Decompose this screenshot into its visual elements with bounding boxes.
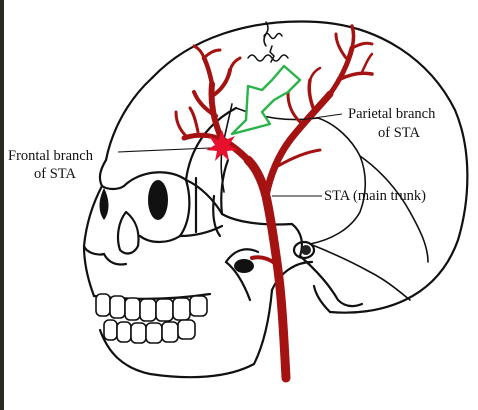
orbit-shadow: [148, 180, 168, 220]
parietal-branch-label-line1: Parietal branch: [348, 106, 436, 122]
parietal-branch-label-line2: of STA: [378, 125, 420, 141]
main-trunk-label: STA (main trunk): [324, 188, 426, 204]
nasal-shadow: [100, 188, 109, 220]
meatus-shadow: [301, 245, 311, 255]
frontal-branch-label-line1: Frontal branch: [8, 148, 94, 164]
frontal-leader: [118, 148, 210, 152]
ear-shadow: [234, 259, 254, 273]
leader-lines: [118, 114, 342, 196]
sta-parietal-branch: [266, 94, 330, 196]
teeth: [96, 294, 207, 343]
frontal-branch-label-line2: of STA: [34, 166, 76, 182]
